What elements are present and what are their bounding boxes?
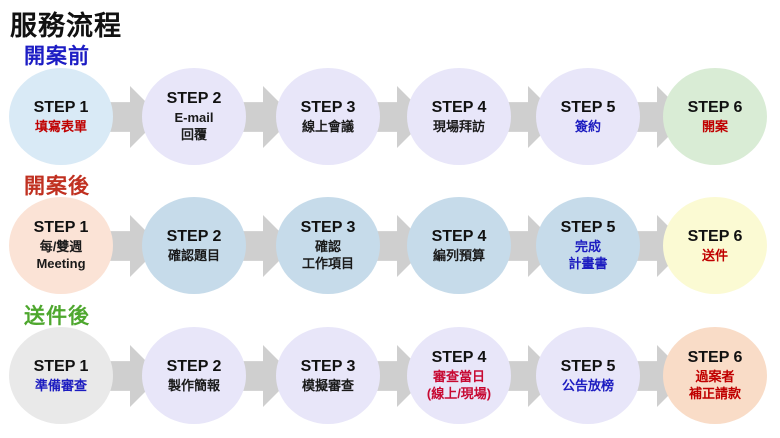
step-circle: STEP 1 填寫表單 — [9, 68, 113, 165]
step-circle: STEP 5 完成 計畫書 — [536, 197, 640, 294]
step-circle: STEP 3 線上會議 — [276, 68, 380, 165]
step-sublabel: 公告放榜 — [561, 377, 614, 393]
step-sublabel: 線上會議 — [301, 118, 354, 134]
step-label: STEP 1 — [33, 357, 89, 375]
section-header-before-case: 開案前 — [24, 45, 90, 68]
step-circle: STEP 4 現場拜訪 — [407, 68, 511, 165]
step-circle: STEP 1 準備審查 — [9, 327, 113, 424]
step-sublabel: 現場拜訪 — [432, 118, 485, 134]
step-label: STEP 3 — [300, 98, 356, 116]
step-label: STEP 2 — [166, 357, 222, 375]
step-sublabel: 製作簡報 — [167, 377, 220, 393]
step-sublabel: 完成 計畫書 — [568, 239, 608, 271]
step-sublabel: 簽約 — [574, 118, 601, 134]
step-label: STEP 4 — [431, 349, 487, 367]
step-label: STEP 1 — [33, 219, 89, 237]
step-sublabel: E-mail 回覆 — [174, 110, 214, 142]
step-sublabel: 審查當日 (線上/現場) — [426, 369, 492, 401]
section-header-after-case: 開案後 — [24, 175, 90, 198]
step-sublabel: 送件 — [701, 247, 728, 263]
step-label: STEP 3 — [300, 219, 356, 237]
step-sublabel: 每/雙週 Meeting — [36, 239, 86, 271]
step-sublabel: 填寫表單 — [34, 118, 87, 134]
step-circle: STEP 5 簽約 — [536, 68, 640, 165]
step-sublabel: 開案 — [701, 118, 728, 134]
step-circle: STEP 6 開案 — [663, 68, 767, 165]
step-label: STEP 6 — [687, 227, 743, 245]
step-circle: STEP 4 編列預算 — [407, 197, 511, 294]
step-circle: STEP 6 送件 — [663, 197, 767, 294]
flow-row-after-submit: STEP 1 準備審查 STEP 2 製作簡報 STEP 3 模擬審查 STEP… — [0, 327, 780, 424]
step-circle: STEP 3 模擬審查 — [276, 327, 380, 424]
step-label: STEP 5 — [560, 219, 616, 237]
step-label: STEP 4 — [431, 227, 487, 245]
step-label: STEP 1 — [33, 98, 89, 116]
step-circle: STEP 5 公告放榜 — [536, 327, 640, 424]
step-sublabel: 過案者 補正請款 — [688, 369, 741, 401]
step-label: STEP 6 — [687, 349, 743, 367]
step-sublabel: 確認題目 — [167, 247, 220, 263]
step-label: STEP 5 — [560, 98, 616, 116]
step-label: STEP 2 — [166, 90, 222, 108]
flow-row-after-case: STEP 1 每/雙週 Meeting STEP 2 確認題目 STEP 3 確… — [0, 197, 780, 294]
step-circle: STEP 6 過案者 補正請款 — [663, 327, 767, 424]
step-sublabel: 準備審查 — [34, 377, 87, 393]
step-circle: STEP 2 製作簡報 — [142, 327, 246, 424]
step-circle: STEP 2 E-mail 回覆 — [142, 68, 246, 165]
section-header-after-submit: 送件後 — [24, 305, 90, 328]
step-label: STEP 3 — [300, 357, 356, 375]
step-sublabel: 編列預算 — [432, 247, 485, 263]
step-circle: STEP 4 審查當日 (線上/現場) — [407, 327, 511, 424]
step-sublabel: 模擬審查 — [301, 377, 354, 393]
step-label: STEP 5 — [560, 357, 616, 375]
step-label: STEP 4 — [431, 98, 487, 116]
step-sublabel: 確認 工作項目 — [301, 239, 354, 271]
page-title: 服務流程 — [10, 11, 122, 41]
step-circle: STEP 2 確認題目 — [142, 197, 246, 294]
step-circle: STEP 1 每/雙週 Meeting — [9, 197, 113, 294]
step-circle: STEP 3 確認 工作項目 — [276, 197, 380, 294]
step-label: STEP 2 — [166, 227, 222, 245]
step-label: STEP 6 — [687, 98, 743, 116]
flow-row-before-case: STEP 1 填寫表單 STEP 2 E-mail 回覆 STEP 3 線上會議… — [0, 68, 780, 165]
